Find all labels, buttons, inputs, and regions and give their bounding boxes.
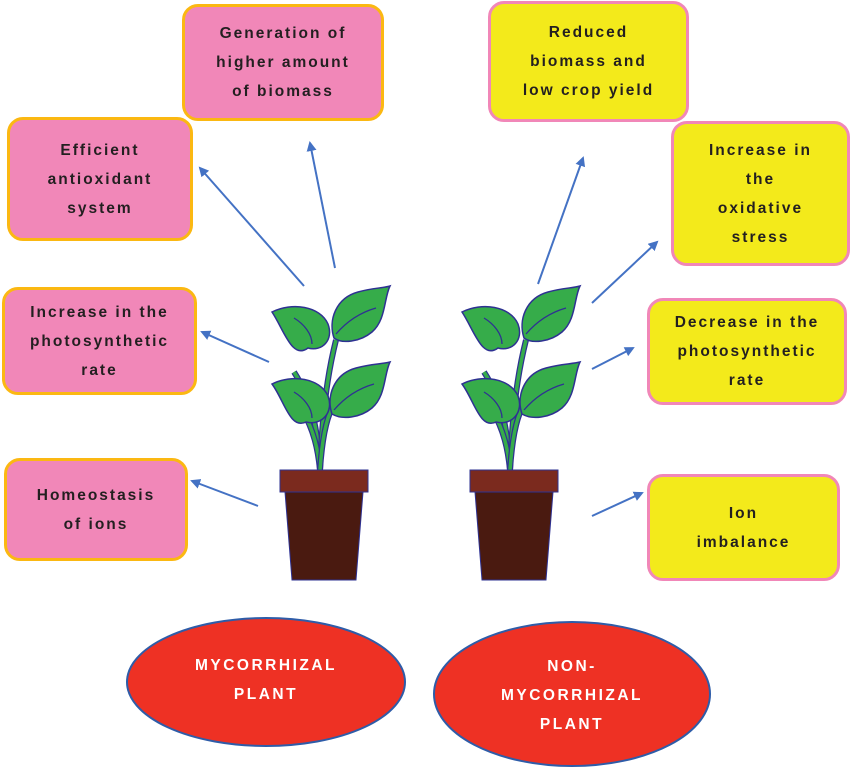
effect-box-oxidative-stress: Increase in the oxidative stress — [671, 121, 850, 266]
arrow-to-antioxidant-system — [198, 166, 305, 287]
mycorrhizal-plant-illustration — [272, 286, 390, 580]
arrow-to-ion-homeostasis — [190, 479, 259, 507]
non-mycorrhizal-plant-illustration — [462, 286, 580, 580]
effect-box-reduced-biomass: Reduced biomass and low crop yield — [488, 1, 689, 122]
effect-box-ion-imbalance: Ion imbalance — [647, 474, 840, 581]
effect-box-ion-homeostasis: Homeostasis of ions — [4, 458, 188, 561]
non-mycorrhizal-plant-oval — [433, 621, 711, 767]
effect-box-photosynthesis-increase: Increase in the photosynthetic rate — [2, 287, 197, 395]
arrow-to-oxidative-stress — [591, 240, 659, 304]
non-mycorrhizal-plant-label: NON- MYCORRHIZAL PLANT — [500, 657, 644, 733]
effect-box-higher-biomass: Generation of higher amount of biomass — [182, 4, 384, 121]
arrow-to-photosynthesis-decrease — [591, 347, 635, 370]
mycorrhizal-plant-oval — [126, 617, 406, 747]
arrow-to-photosynthesis-increase — [200, 330, 270, 363]
arrow-to-reduced-biomass — [537, 156, 586, 285]
arrow-to-ion-imbalance — [591, 491, 644, 517]
arrow-to-higher-biomass — [306, 141, 336, 269]
effect-box-antioxidant-system: Efficient antioxidant system — [7, 117, 193, 241]
effect-box-photosynthesis-decrease: Decrease in the photosynthetic rate — [647, 298, 847, 405]
mycorrhizal-plant-label: MYCORRHIZAL PLANT — [194, 657, 338, 703]
